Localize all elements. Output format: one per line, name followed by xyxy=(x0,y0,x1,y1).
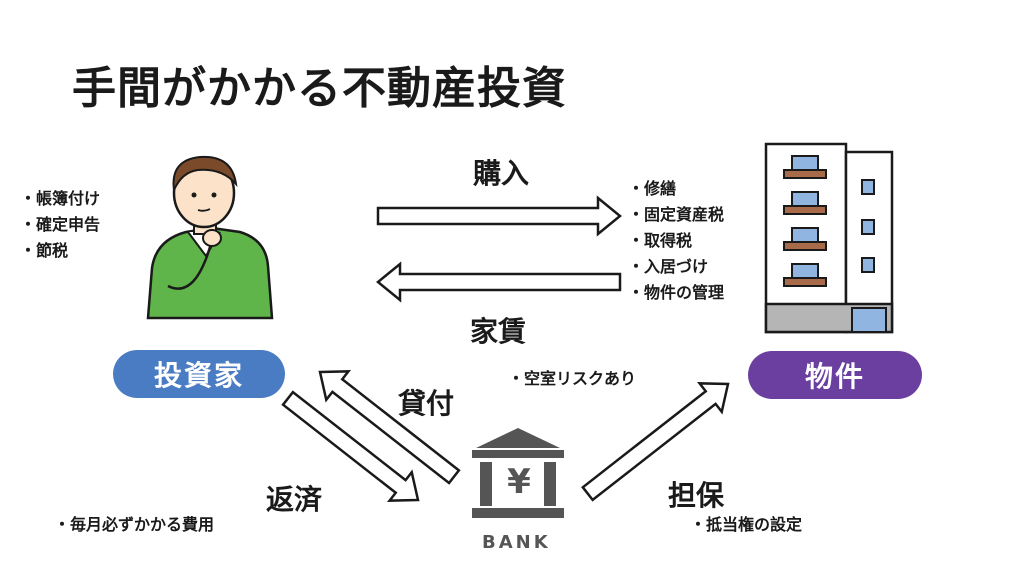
building-icon xyxy=(764,142,894,334)
property-task-item: 修繕 xyxy=(628,176,724,202)
investor-badge: 投資家 xyxy=(113,350,285,398)
vacancy-note-text: 空室リスクあり xyxy=(508,366,636,392)
purchase-arrow xyxy=(376,195,622,237)
bank-label: BANK xyxy=(482,532,551,553)
repayment-arrow xyxy=(281,390,420,502)
rent-arrow xyxy=(376,261,622,303)
property-task-item: 入居づけ xyxy=(628,254,724,280)
mortgage-note: 抵当権の設定 xyxy=(690,512,802,538)
rent-label: 家賃 xyxy=(470,315,527,348)
monthly-cost-note: 毎月必ずかかる費用 xyxy=(54,512,214,538)
collateral-arrow xyxy=(581,382,730,502)
property-task-item: 取得税 xyxy=(628,228,724,254)
page-title: 手間がかかる不動産投資 xyxy=(72,63,567,114)
bank-icon xyxy=(472,428,564,518)
investor-task-item: 帳簿付け xyxy=(20,186,100,212)
mortgage-note-text: 抵当権の設定 xyxy=(690,512,802,538)
property-task-item: 固定資産税 xyxy=(628,202,724,228)
investor-task-item: 節税 xyxy=(20,238,100,264)
purchase-label: 購入 xyxy=(473,157,530,190)
property-task-list: 修繕 固定資産税 取得税 入居づけ 物件の管理 xyxy=(628,176,724,306)
investor-task-item: 確定申告 xyxy=(20,212,100,238)
monthly-cost-note-text: 毎月必ずかかる費用 xyxy=(54,512,214,538)
investor-icon xyxy=(146,155,274,320)
investor-task-list: 帳簿付け 確定申告 節税 xyxy=(20,186,100,264)
property-badge: 物件 xyxy=(748,351,922,399)
loan-arrow xyxy=(318,370,461,485)
loan-label: 貸付 xyxy=(398,387,455,420)
vacancy-note: 空室リスクあり xyxy=(508,366,636,392)
collateral-label: 担保 xyxy=(668,479,725,512)
repayment-label: 返済 xyxy=(266,483,323,516)
property-task-item: 物件の管理 xyxy=(628,280,724,306)
bank-yen-symbol: ¥ xyxy=(507,462,531,502)
